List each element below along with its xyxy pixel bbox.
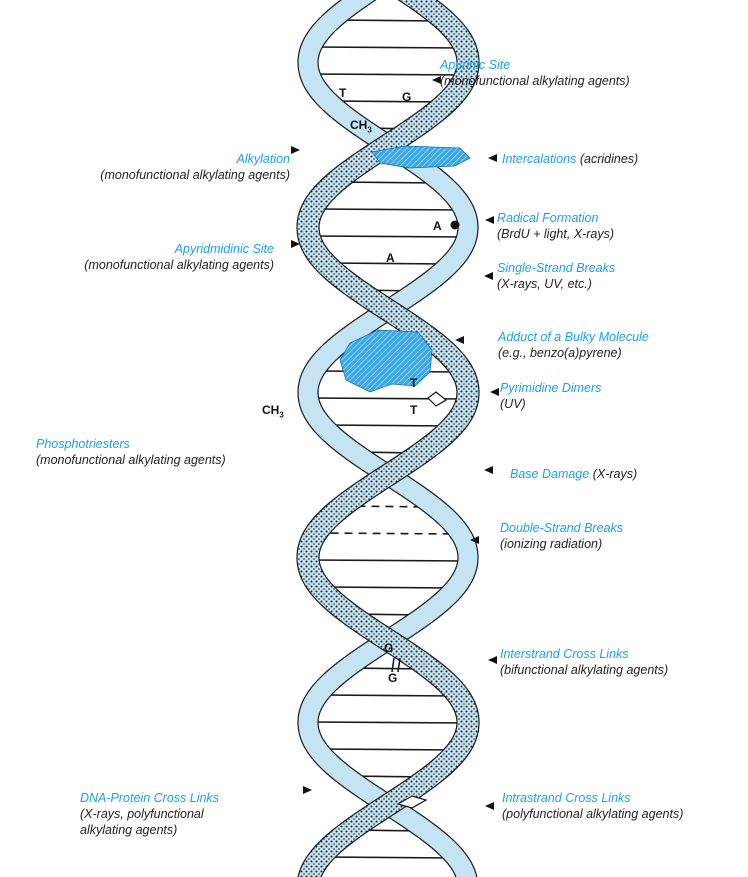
- base-pair-rung-19: [317, 533, 460, 534]
- base-t-dimer-2: T: [410, 403, 417, 417]
- label-double-strand-breaks: Double-Strand Breaks (ionizing radiation…: [500, 520, 623, 552]
- base-a-single-break: A: [386, 251, 395, 265]
- label-intercalations: Intercalations (acridines): [502, 151, 638, 167]
- base-pair-rung-8: [309, 236, 467, 237]
- methyl-group-top: CH3: [350, 118, 372, 134]
- pointer-arrow-8: [484, 466, 493, 474]
- label-base-damage: Base Damage (X-rays): [510, 466, 637, 482]
- pointer-arrow-5: [484, 272, 493, 280]
- base-pair-rung-15: [323, 425, 453, 426]
- pointer-arrow-12: [485, 802, 494, 810]
- intercalator-molecule: [372, 146, 470, 168]
- pointer-arrow-7: [490, 388, 499, 396]
- pointer-arrow-6: [455, 336, 464, 344]
- label-dna-protein-cross-links: DNA-Protein Cross Links (X-rays, polyfun…: [80, 790, 219, 838]
- base-pair-rung-25: [319, 695, 458, 696]
- base-pair-rung-27: [318, 749, 458, 750]
- pointer-arrow-1: [291, 146, 300, 154]
- label-radical-formation: Radical Formation (BrdU + light, X-rays): [497, 210, 614, 242]
- label-alkylation: Alkylation (monofunctional alkylating ag…: [28, 151, 290, 183]
- base-g-crosslink-2: G: [388, 671, 397, 685]
- label-apyrimidinic-site: Apyridmidinic Site (monofunctional alkyl…: [12, 241, 274, 273]
- pointer-arrow-2: [488, 154, 497, 162]
- base-pair-rung-20: [308, 560, 468, 561]
- base-pair-rung-21: [320, 587, 455, 588]
- base-pair-rung-26: [308, 722, 468, 723]
- radical-dot: [451, 221, 460, 230]
- label-phosphotriesters: Phosphotriesters (monofunctional alkylat…: [36, 436, 226, 468]
- label-single-strand-breaks: Single-Strand Breaks (X-rays, UV, etc.): [497, 260, 615, 292]
- base-pair-rung-3: [329, 101, 448, 102]
- label-intrastrand-cross-links: Intrastrand Cross Links (polyfunctional …: [502, 790, 683, 822]
- base-pair-rung-31: [321, 857, 455, 858]
- label-pyrimidine-dimers: Pyrimidine Dimers (UV): [500, 380, 601, 412]
- pointer-arrow-3: [485, 216, 494, 224]
- base-g-crosslink-1: G: [384, 641, 393, 655]
- dimer-link: [428, 392, 446, 406]
- base-pair-rung-7: [313, 209, 463, 210]
- base-pair-rung-1: [311, 47, 464, 48]
- base-t-top: T: [339, 86, 346, 100]
- label-interstrand-cross-links: Interstrand Cross Links (bifunctional al…: [500, 646, 668, 678]
- pointer-arrow-11: [303, 786, 312, 794]
- methyl-group-mid: CH3: [262, 403, 284, 419]
- label-bulky-adduct: Adduct of a Bulky Molecule (e.g., benzo(…: [498, 329, 649, 361]
- crosslink-bar-1: [392, 658, 394, 672]
- base-t-dimer-1: T: [410, 376, 417, 390]
- label-apurinic-site: Apurinic Site (monofunctional alkylating…: [440, 57, 630, 89]
- base-a-radical: A: [433, 219, 442, 233]
- base-g-top: G: [402, 90, 411, 104]
- pointer-arrow-10: [488, 656, 497, 664]
